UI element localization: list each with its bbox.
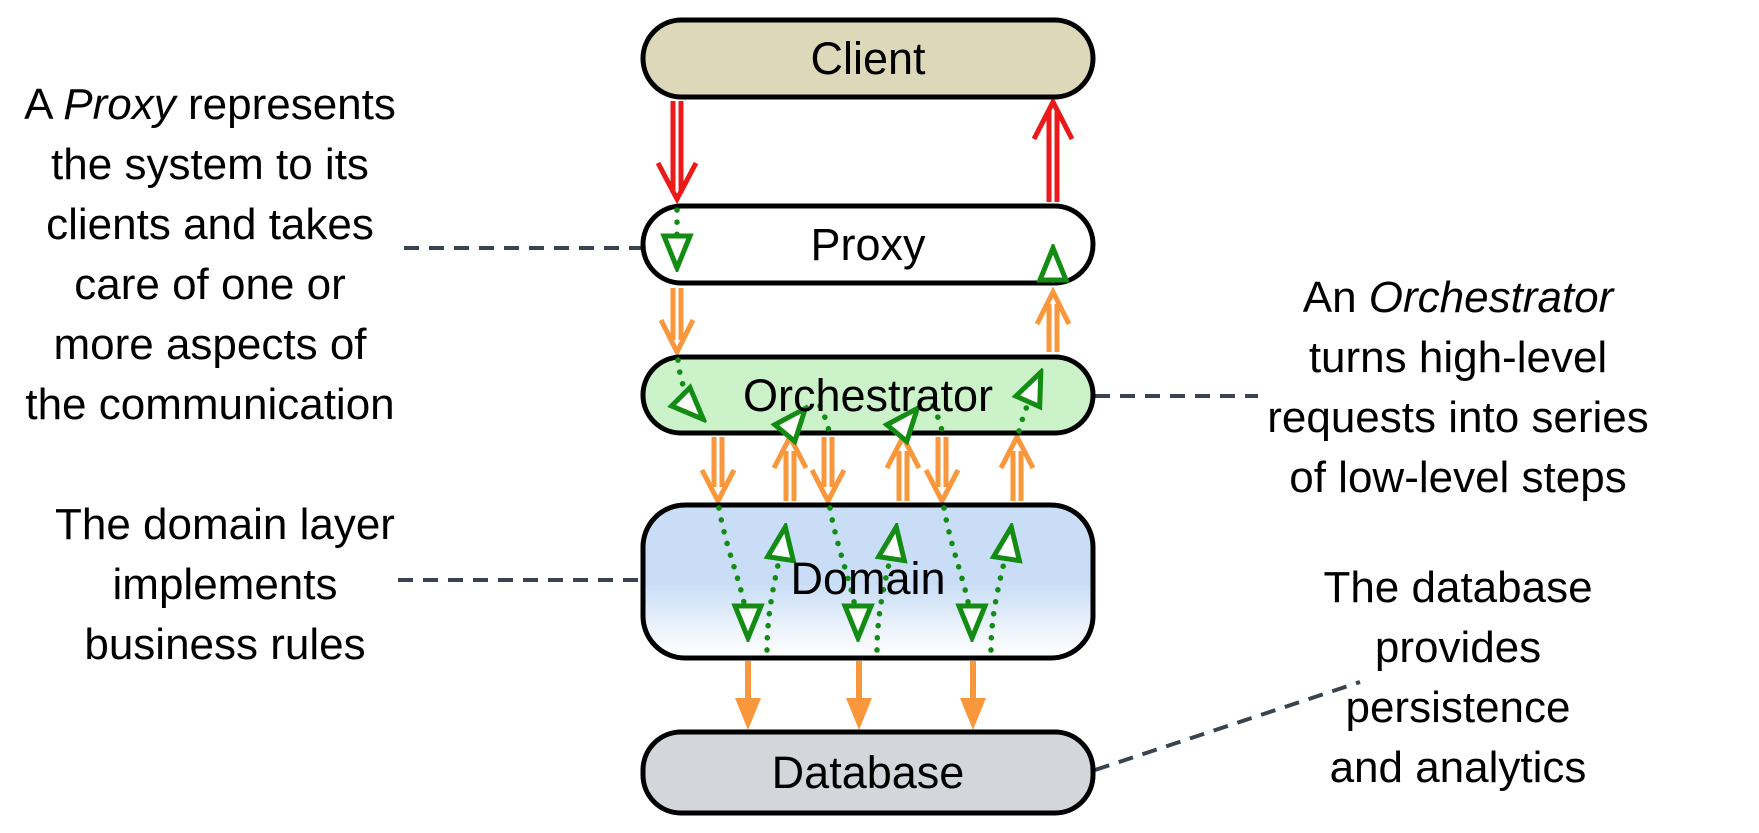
annotation-line: A Proxy represents bbox=[24, 80, 396, 129]
database-box bbox=[640, 729, 1096, 816]
proxy-italic-term: Proxy bbox=[63, 80, 176, 129]
step-flow-arrows bbox=[658, 286, 1072, 507]
domain-annotation: The domain layer implements business rul… bbox=[5, 495, 445, 675]
database-annotation-connector bbox=[1094, 680, 1361, 772]
domain-to-orchestrator-arrow bbox=[884, 431, 922, 501]
proxy-to-client-arrow bbox=[1031, 96, 1075, 202]
annotation-text: turns high-level requests into series of… bbox=[1267, 333, 1649, 502]
trace-domain-descent bbox=[941, 505, 972, 636]
trace-orchestrator-ascent bbox=[794, 410, 804, 430]
trace-path bbox=[677, 207, 1053, 653]
layer-boxes bbox=[640, 17, 1096, 816]
database-write-arrows bbox=[735, 661, 986, 730]
database-annotation: The database provides persistence and an… bbox=[1248, 558, 1668, 798]
client-to-proxy-arrow bbox=[655, 101, 699, 205]
client-flow-arrows bbox=[655, 96, 1075, 205]
annotation-text: the system to its clients and takes care… bbox=[25, 140, 395, 429]
trace-orchestrator-descent bbox=[678, 357, 702, 418]
domain-to-orchestrator-arrow bbox=[771, 431, 809, 501]
orchestrator-to-domain-arrow bbox=[923, 437, 961, 507]
trace-domain-ascent bbox=[767, 529, 785, 653]
trace-orchestrator-turn bbox=[930, 403, 945, 434]
proxy-label: Proxy bbox=[810, 219, 926, 270]
domain-label: Domain bbox=[790, 553, 945, 604]
domain-to-orchestrator-arrow bbox=[998, 431, 1036, 501]
annotation-line: An Orchestrator bbox=[1302, 273, 1614, 322]
proxy-to-orchestrator-arrow bbox=[658, 288, 696, 358]
proxy-box bbox=[640, 203, 1096, 286]
trace-orchestrator-turn bbox=[817, 403, 832, 434]
trace-domain-descent bbox=[716, 505, 748, 636]
annotation-text: The database provides persistence and an… bbox=[1323, 563, 1593, 792]
orchestrator-to-domain-arrow bbox=[699, 437, 737, 507]
client-box bbox=[640, 17, 1096, 100]
orchestrator-label: Orchestrator bbox=[743, 370, 993, 421]
layer-labels: Client Proxy Orchestrator Domain Databas… bbox=[743, 33, 993, 798]
orchestrator-annotation: An Orchestrator turns high-level request… bbox=[1248, 268, 1668, 508]
domain-to-database-arrow bbox=[960, 661, 986, 730]
orchestrator-to-proxy-arrow bbox=[1034, 286, 1072, 352]
orchestrator-to-domain-arrow bbox=[809, 437, 847, 507]
orchestrator-italic-term: Orchestrator bbox=[1368, 273, 1614, 322]
database-label: Database bbox=[772, 747, 965, 798]
orchestrator-box bbox=[640, 354, 1096, 436]
domain-to-database-arrow bbox=[846, 661, 872, 730]
trace-orchestrator-ascent bbox=[906, 410, 916, 430]
client-label: Client bbox=[810, 33, 926, 84]
annotation-connectors bbox=[398, 246, 1361, 772]
annotation-text: The domain layer implements business rul… bbox=[55, 500, 395, 669]
proxy-annotation: A Proxy represents the system to its cli… bbox=[0, 75, 420, 435]
trace-domain-ascent bbox=[874, 529, 896, 653]
trace-domain-descent bbox=[827, 505, 858, 636]
domain-to-database-arrow bbox=[735, 661, 761, 730]
trace-domain-ascent bbox=[988, 529, 1011, 653]
